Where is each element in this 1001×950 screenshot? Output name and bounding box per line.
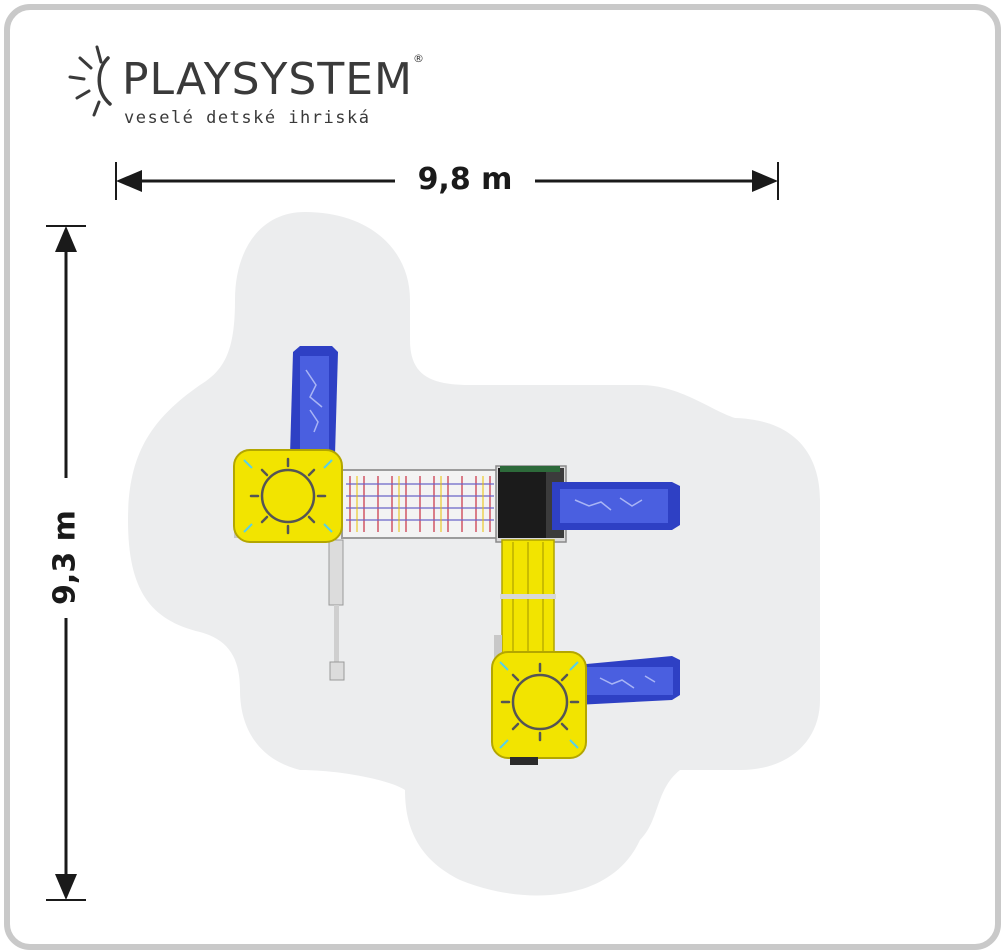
slide-right-upper [552, 482, 680, 530]
height-dimension-arrow [46, 225, 86, 901]
width-label: 9,8 m [400, 162, 530, 197]
sun-rays-icon [68, 45, 112, 117]
sun-platform-bottom [491, 651, 587, 765]
slide-right-lower [576, 656, 680, 705]
height-label: 9,3 m [47, 502, 83, 613]
width-dimension-arrow [115, 162, 779, 200]
brand-wordmark: PLAYSYSTEM [122, 54, 413, 105]
rope-bridge [341, 469, 499, 539]
safety-zone [128, 212, 820, 896]
slide-top [290, 346, 338, 455]
yellow-walkway [494, 539, 556, 695]
sun-platform-left [233, 449, 343, 543]
registered-mark: ® [413, 52, 424, 65]
brand-tagline: veselé detské ihriská [124, 108, 371, 128]
